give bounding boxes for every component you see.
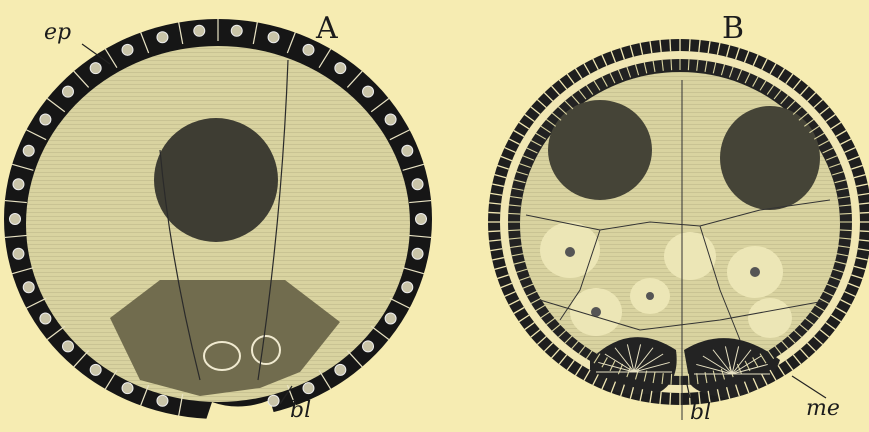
- cell-nucleus: [10, 214, 21, 225]
- panel-b-letter: B: [722, 14, 744, 44]
- column-cell: [670, 393, 671, 405]
- cell-nucleus: [412, 248, 423, 259]
- panel-a-letter: A: [316, 14, 338, 44]
- cell-nucleus: [335, 364, 346, 375]
- cell-nucleus: [194, 25, 205, 36]
- cell-nucleus: [416, 214, 427, 225]
- cell-nucleus: [335, 63, 346, 74]
- panel-a-nucleus: [154, 118, 278, 242]
- cell-nucleus: [23, 282, 34, 293]
- column-cell: [671, 59, 672, 70]
- panel-a-embryo: [4, 19, 432, 420]
- column-cell: [670, 39, 671, 51]
- bl-label-b: bl: [690, 402, 711, 424]
- column-cell: [488, 212, 500, 213]
- cell-nucleus: [90, 364, 101, 375]
- cell-nucleus: [90, 63, 101, 74]
- cell-nucleus: [303, 44, 314, 55]
- column-cell: [488, 231, 500, 232]
- column-cell: [860, 231, 869, 232]
- cell-nucleus: [303, 383, 314, 394]
- cell-nucleus: [402, 282, 413, 293]
- cell-nucleus: [385, 114, 396, 125]
- column-cell: [508, 213, 520, 214]
- cell-nucleus: [385, 313, 396, 324]
- column-cell: [840, 213, 852, 214]
- panel-b-pale-cell: [748, 298, 792, 338]
- cell-nucleus: [231, 25, 242, 36]
- column-cell: [689, 39, 690, 51]
- cell-nucleus: [268, 32, 279, 43]
- panel-b-nucleus-left: [548, 100, 652, 200]
- me-label: me: [806, 398, 840, 420]
- cell-nucleus: [268, 395, 279, 406]
- panel-b-pale-cell: [664, 232, 716, 280]
- cell-nucleus: [157, 395, 168, 406]
- me-leader-line: [792, 376, 826, 398]
- cell-nucleus: [412, 179, 423, 190]
- column-cell: [688, 59, 689, 70]
- cell-nucleus: [363, 341, 374, 352]
- column-cell: [671, 374, 672, 385]
- cell-nucleus: [40, 114, 51, 125]
- cell-nucleus: [122, 383, 133, 394]
- cell-nucleus: [157, 32, 168, 43]
- bl-label-a: bl: [290, 400, 311, 422]
- cell-nucleus: [13, 248, 24, 259]
- cell-nucleus: [13, 179, 24, 190]
- cell-nucleus: [122, 44, 133, 55]
- cell-nucleus: [62, 341, 73, 352]
- column-cell: [688, 374, 689, 385]
- column-cell: [508, 230, 520, 231]
- cell-nucleus: [40, 313, 51, 324]
- cell-nucleus: [363, 86, 374, 97]
- cell-nucleus: [62, 86, 73, 97]
- column-cell: [860, 212, 869, 213]
- column-cell: [840, 230, 852, 231]
- panel-b-nucleus-right: [720, 106, 820, 210]
- cell-nucleus: [23, 145, 34, 156]
- ep-label: ep: [44, 22, 71, 44]
- cell-nucleus: [402, 145, 413, 156]
